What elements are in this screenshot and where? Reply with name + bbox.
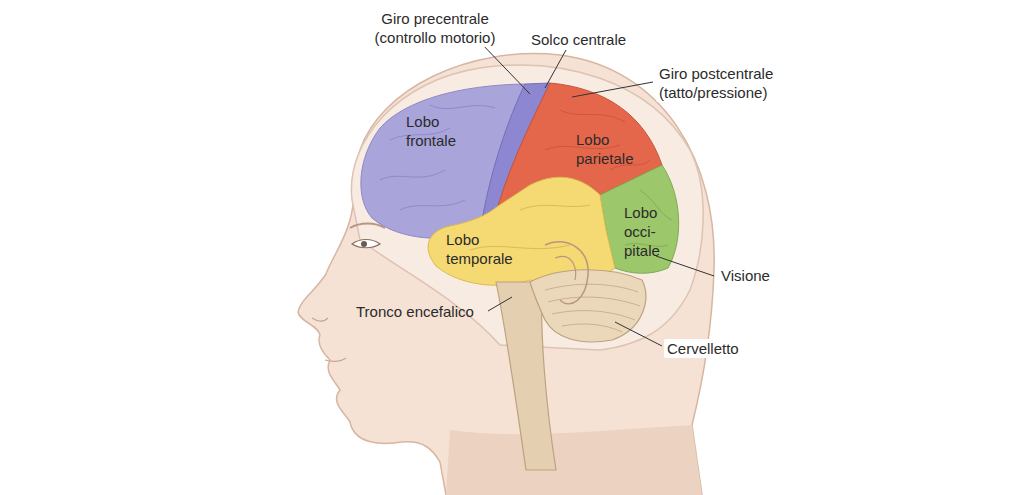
- lobe-label: Lobo frontale: [406, 112, 476, 150]
- lobe-label: Lobo temporale: [446, 230, 536, 268]
- temporal-lobe: [428, 177, 615, 285]
- ear-inner: [555, 257, 576, 280]
- structure-label: Giro precentrale (controllo motorio): [352, 9, 518, 47]
- ear: [545, 242, 588, 304]
- mouth: [325, 358, 346, 361]
- iris: [361, 241, 367, 247]
- function-label: Visione: [718, 266, 773, 285]
- structure-label: Giro postcentrale (tatto/pressione): [656, 64, 802, 102]
- structure-label: Tronco encefalico: [356, 302, 474, 321]
- head-profile: [298, 54, 714, 495]
- cerebellum-folia: [545, 284, 640, 332]
- lobe-label: Lobo parietale: [576, 130, 648, 168]
- structure-label: Cervelletto: [664, 339, 742, 358]
- neck-shade: [446, 425, 702, 495]
- eye: [352, 240, 380, 248]
- structure-label: Solco centrale: [528, 30, 629, 49]
- nostril: [312, 318, 328, 321]
- lobe-label: Lobo occi- pitale: [624, 203, 674, 260]
